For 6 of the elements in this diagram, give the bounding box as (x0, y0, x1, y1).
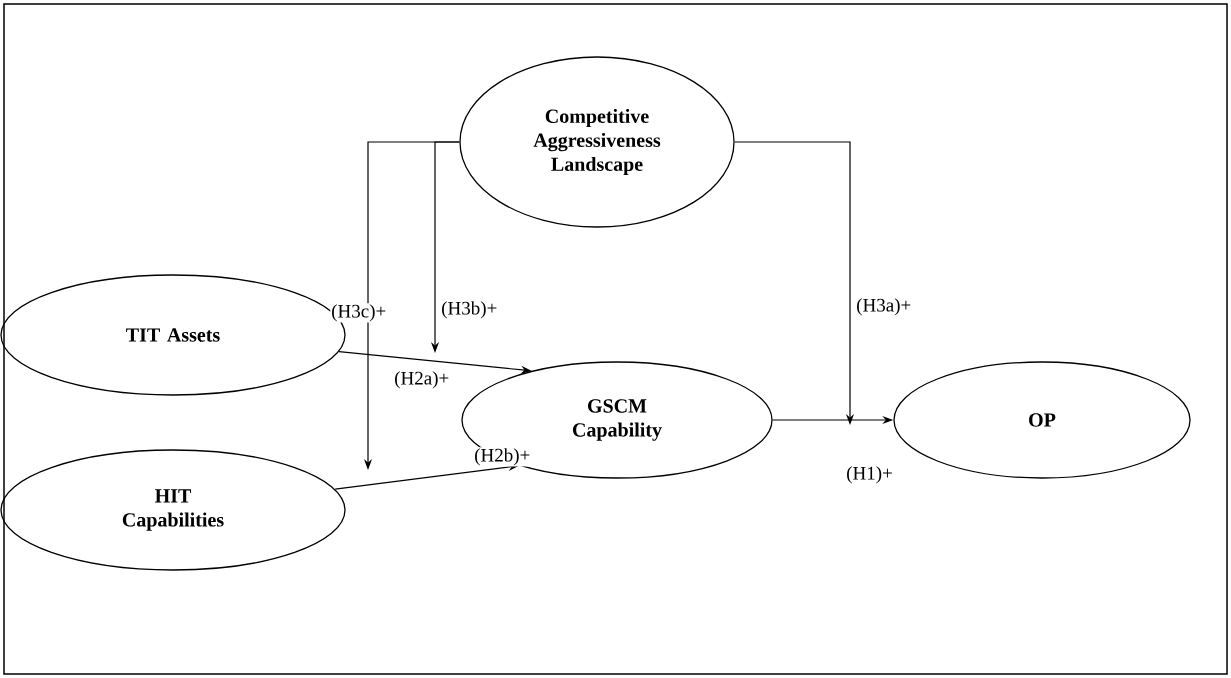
edge-label: (H3a)+ (855, 297, 913, 317)
edge-label: (H3c)+ (330, 303, 388, 323)
edge-label: (H2a)+ (393, 370, 451, 390)
edge-label: (H3b)+ (440, 300, 499, 320)
edge-label: (H2b)+ (473, 447, 532, 467)
edge-label: (H1)+ (845, 465, 894, 485)
